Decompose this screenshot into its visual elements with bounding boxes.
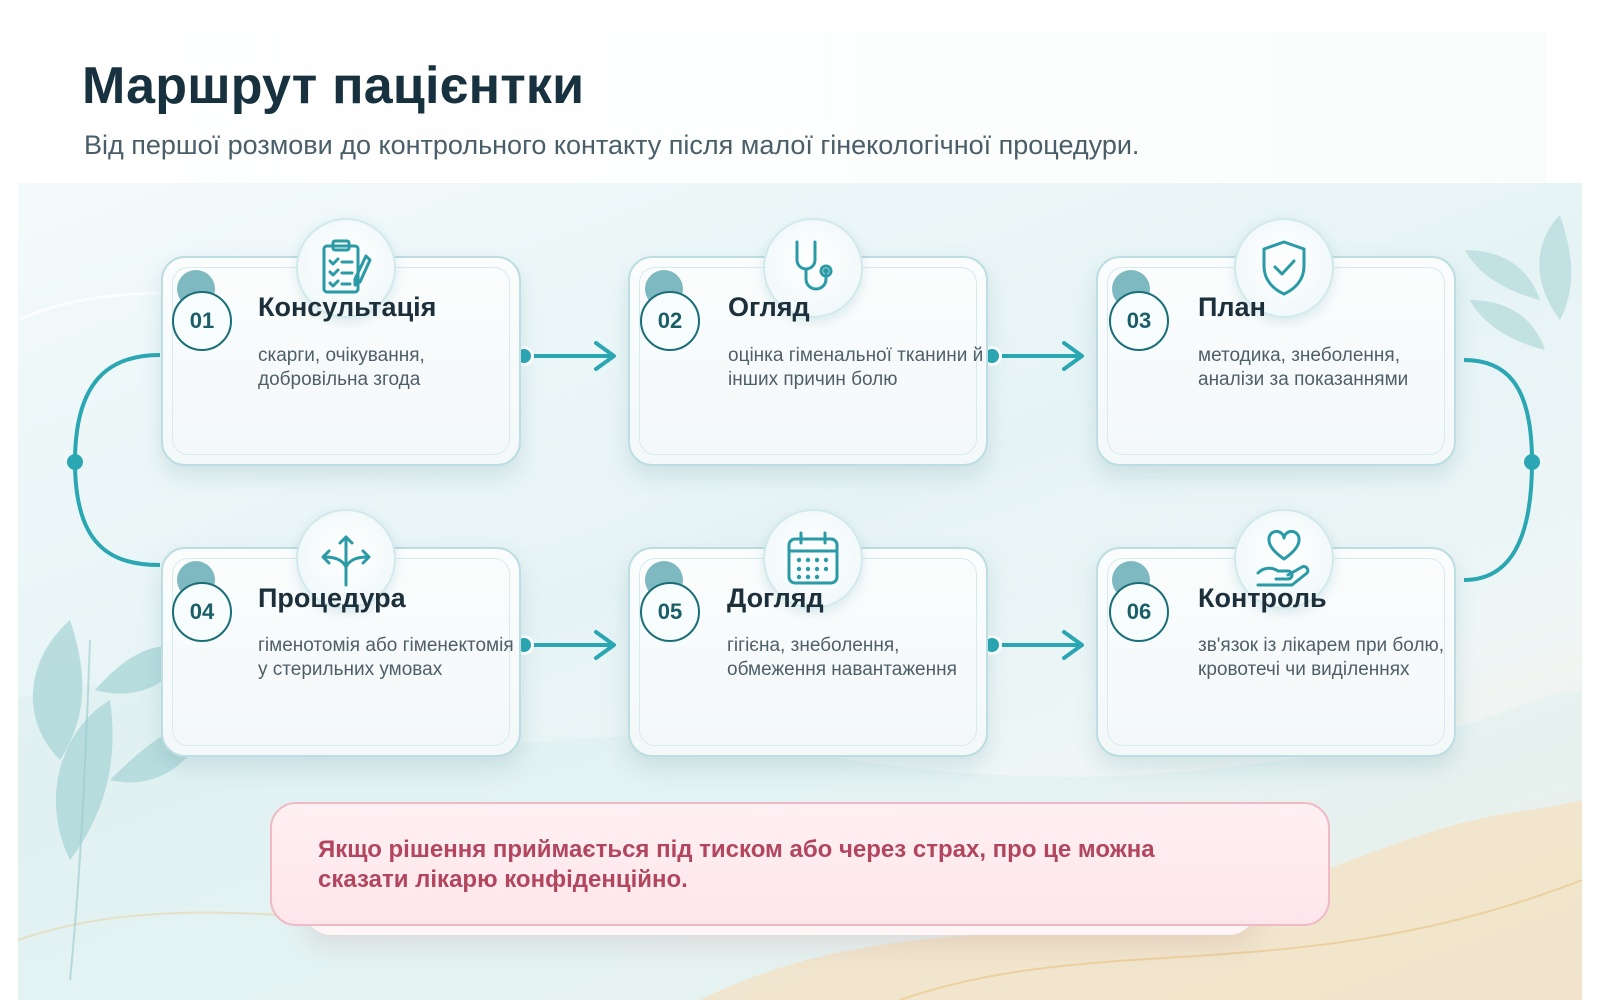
arrow-05-06 bbox=[982, 630, 1084, 660]
shield-check-icon bbox=[1262, 240, 1306, 296]
step-number: 05 bbox=[640, 582, 700, 642]
step-description-line: кровотечі чи виділеннях bbox=[1198, 659, 1410, 680]
step-title: Догляд bbox=[727, 583, 824, 613]
step-number: 06 bbox=[1109, 582, 1169, 642]
clipboard-checklist-icon bbox=[322, 239, 372, 294]
step-title: Огляд bbox=[728, 292, 810, 322]
note-text-line: Якщо рішення приймається під тиском або … bbox=[318, 836, 1155, 863]
arrow-02-03 bbox=[982, 341, 1084, 371]
step-description-line: інших причин болю bbox=[728, 369, 898, 390]
header-panel bbox=[66, 32, 1546, 182]
step-description-line: аналізи за показаннями bbox=[1198, 369, 1409, 390]
step-title: Контроль bbox=[1198, 583, 1327, 613]
page-subtitle: Від першої розмови до контрольного конта… bbox=[84, 130, 1140, 160]
step-title: Процедура bbox=[258, 583, 406, 613]
note-text: Якщо рішення приймається під тиском або … bbox=[318, 835, 1218, 895]
step-number: 03 bbox=[1109, 291, 1169, 351]
loop-dot-right bbox=[1524, 454, 1540, 470]
calendar-icon bbox=[787, 531, 839, 585]
page-title: Маршрут пацієнтки bbox=[82, 57, 585, 115]
note-text-line: сказати лікарю конфіденційно. bbox=[318, 866, 688, 893]
step-number: 04 bbox=[172, 582, 232, 642]
step-description-line: у стерильних умовах bbox=[258, 659, 443, 680]
step-description-line: обмеження навантаження bbox=[727, 659, 957, 680]
step-description-line: оцінка гіменальної тканини й bbox=[728, 345, 984, 366]
step-icon-badge bbox=[296, 218, 396, 318]
step-icon-badge bbox=[763, 218, 863, 318]
step-description-line: методика, знеболення, bbox=[1198, 345, 1400, 366]
heart-hand-icon bbox=[1256, 529, 1310, 587]
step-title: Консультація bbox=[258, 292, 437, 322]
step-description-line: скарги, очікування, bbox=[258, 345, 425, 366]
step-description-line: гігієна, знеболення, bbox=[727, 635, 900, 656]
loop-dot-left bbox=[67, 454, 83, 470]
step-icon-badge bbox=[1234, 218, 1334, 318]
step-description-line: гіменотомія або гіменектомія bbox=[258, 635, 514, 656]
step-icon-badge bbox=[296, 509, 396, 609]
step-description-line: зв'язок із лікарем при болю, bbox=[1198, 635, 1445, 656]
step-number: 02 bbox=[640, 291, 700, 351]
step-description-line: добровільна згода bbox=[258, 369, 421, 390]
step-icon-badge bbox=[763, 509, 863, 609]
step-icon-badge bbox=[1234, 509, 1334, 609]
step-number: 01 bbox=[172, 291, 232, 351]
confidentiality-note bbox=[270, 802, 1330, 926]
loop-connector-left bbox=[72, 353, 161, 567]
step-card-control bbox=[1096, 547, 1456, 757]
arrow-04-05 bbox=[514, 630, 616, 660]
step-title: План bbox=[1198, 292, 1266, 322]
stethoscope-icon bbox=[795, 240, 833, 291]
loop-connector-right bbox=[1463, 358, 1535, 582]
branching-arrows-icon bbox=[321, 535, 371, 587]
arrow-01-02 bbox=[514, 341, 616, 371]
